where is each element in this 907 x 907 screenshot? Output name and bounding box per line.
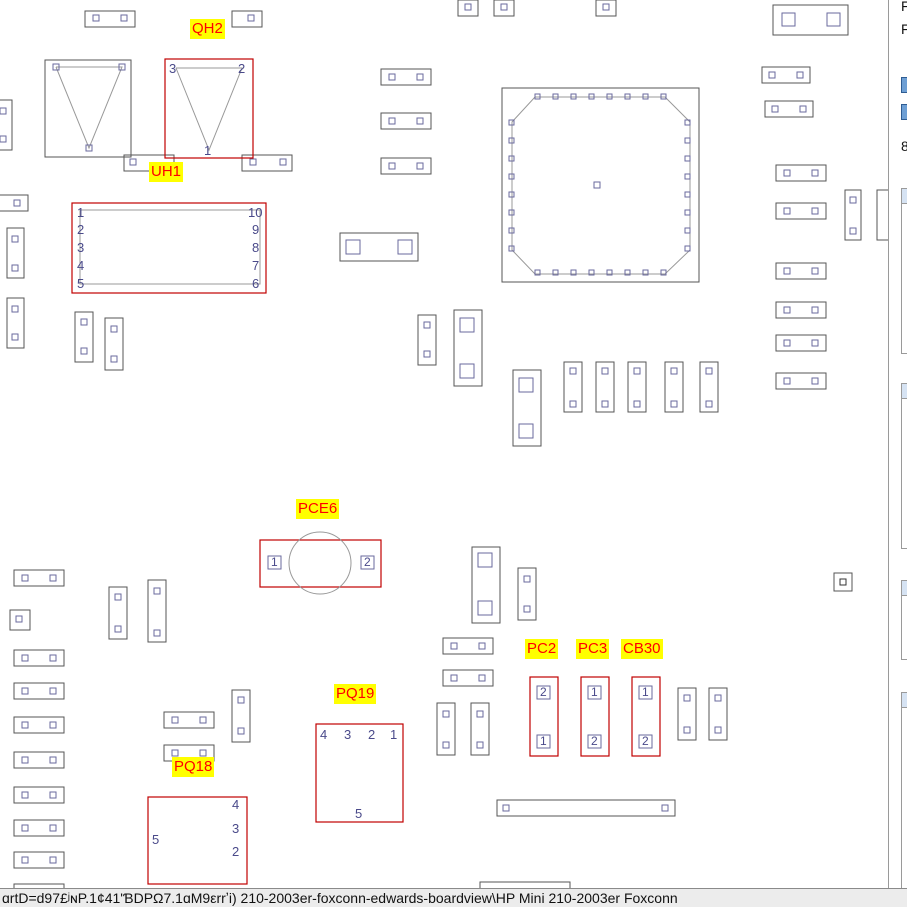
pin-pce6-2: 2	[364, 555, 371, 569]
pin-cb30-2: 2	[642, 734, 649, 748]
pin-pc3-1: 1	[591, 685, 598, 699]
pin-uh1-5: 5	[77, 276, 85, 291]
side-panel-3[interactable]	[901, 580, 907, 660]
label-cb30[interactable]: CB30	[621, 639, 663, 659]
pin-uh1-8: 8	[252, 240, 260, 255]
pin-uh1-6: 6	[252, 276, 260, 291]
pin-pc2-2: 2	[540, 685, 547, 699]
status-bar: ɑrtD=d97£ʲɴP.1¢41ʹƁDΡΩ7.1ɑΜ9εrrʼi) 210-2…	[0, 888, 907, 907]
pin-pq18-5: 5	[152, 832, 160, 847]
side-panel-4[interactable]	[901, 692, 907, 888]
side-panel[interactable]: F F 8	[888, 0, 907, 888]
pin-cb30-1: 1	[642, 685, 649, 699]
label-pq19[interactable]: PQ19	[334, 684, 377, 704]
side-panel-2[interactable]	[901, 383, 907, 549]
side-panel-1[interactable]	[901, 188, 907, 354]
pcb-drawing	[0, 0, 888, 888]
pin-uh1-9: 9	[252, 222, 260, 237]
label-pc2[interactable]: PC2	[525, 639, 559, 659]
pin-pq19-3: 3	[344, 727, 352, 742]
pin-uh1-10: 10	[248, 205, 263, 220]
pin-pq19-2: 2	[368, 727, 376, 742]
side-text-2: F	[901, 21, 907, 37]
pin-pc2-1: 1	[540, 734, 547, 748]
pin-pq19-4: 4	[320, 727, 328, 742]
pin-pc3-2: 2	[591, 734, 598, 748]
side-checkbox-2[interactable]	[901, 104, 907, 120]
pin-pq18-3: 3	[232, 821, 240, 836]
pin-uh1-4: 4	[77, 258, 85, 273]
pin-uh1-3: 3	[77, 240, 85, 255]
boardview-canvas[interactable]: QH2 UH1 PCE6 PC2 PC3 CB30 PQ19 PQ18 3 2 …	[0, 0, 888, 888]
pin-uh1-7: 7	[252, 258, 260, 273]
pin-qh2-1: 1	[204, 143, 212, 158]
side-text-3: 8	[901, 138, 907, 154]
side-checkbox-1[interactable]	[901, 77, 907, 93]
pin-qh2-3: 3	[169, 61, 177, 76]
status-text: ɑrtD=d97£ʲɴP.1¢41ʹƁDΡΩ7.1ɑΜ9εrrʼi) 210-2…	[2, 890, 678, 906]
label-qh2[interactable]: QH2	[190, 19, 225, 39]
side-text-1: F	[901, 0, 907, 14]
pin-qh2-2: 2	[238, 61, 246, 76]
pin-pq19-1: 1	[390, 727, 398, 742]
label-pq18[interactable]: PQ18	[172, 757, 215, 777]
pin-pq19-5: 5	[355, 806, 363, 821]
label-uh1[interactable]: UH1	[149, 162, 184, 182]
pin-pq18-2: 2	[232, 844, 240, 859]
pin-uh1-1: 1	[77, 205, 85, 220]
pin-pq18-4: 4	[232, 797, 240, 812]
pin-uh1-2: 2	[77, 222, 85, 237]
pin-pce6-1: 1	[271, 555, 278, 569]
label-pc3[interactable]: PC3	[576, 639, 610, 659]
label-pce6[interactable]: PCE6	[296, 499, 340, 519]
